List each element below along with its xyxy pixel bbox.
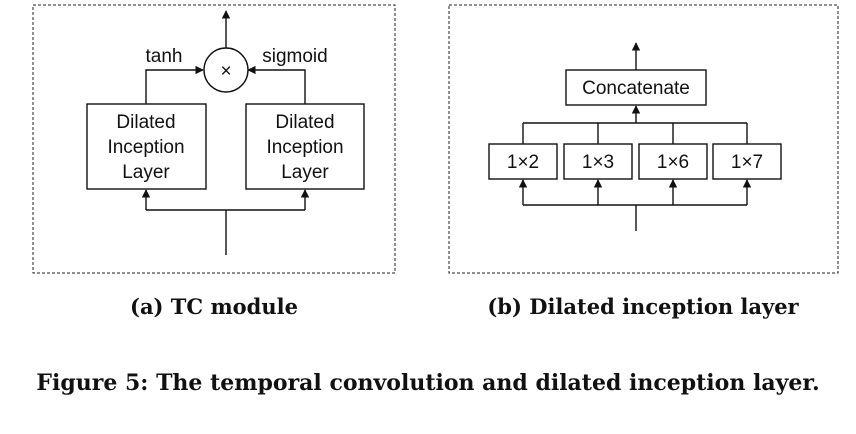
- left-block-line-2: Inception: [107, 137, 184, 158]
- panel-a-frame: [32, 4, 396, 274]
- sigmoid-path: [247, 65, 306, 104]
- tanh-label: tanh: [146, 46, 183, 67]
- concatenate-label: Concatenate: [582, 78, 690, 99]
- multiply-symbol: ×: [220, 61, 231, 82]
- kernel-label-3: 1×6: [657, 152, 689, 173]
- panel-b-dilated-inception: 1×2 1×3 1×6 1×7 Concatenate: [448, 4, 839, 274]
- right-block-line-2: Inception: [266, 137, 343, 158]
- panel-b-caption: (b) Dilated inception layer: [487, 294, 799, 319]
- tanh-path: [145, 65, 204, 104]
- kernel-label-4: 1×7: [731, 152, 763, 173]
- left-block-line-3: Layer: [122, 162, 170, 183]
- panel-b-frame: [448, 4, 839, 274]
- kernel-box-2: [563, 143, 633, 180]
- left-block-line-1: Dilated: [116, 112, 175, 133]
- left-dilated-inception-block: [86, 103, 207, 190]
- right-block-line-3: Layer: [281, 162, 329, 183]
- figure-caption: Figure 5: The temporal convolution and d…: [36, 370, 819, 396]
- sigmoid-label: sigmoid: [262, 46, 327, 67]
- panel-a-caption: (a) TC module: [130, 294, 298, 319]
- right-block-line-1: Dilated: [275, 112, 334, 133]
- kernel-label-2: 1×3: [582, 152, 614, 173]
- concatenate-box: [565, 69, 707, 106]
- panel-a-tc-module: Dilated Inception Layer Dilated Inceptio…: [32, 4, 396, 274]
- kernel-box-1: [488, 143, 558, 180]
- kernel-label-1: 1×2: [507, 152, 539, 173]
